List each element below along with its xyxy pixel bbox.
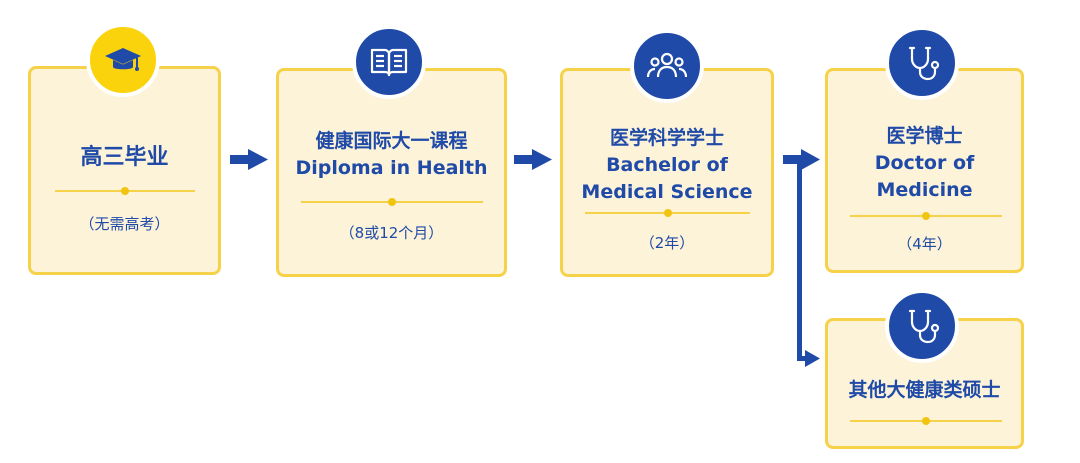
stage-card-high-school: 高三毕业 （无需高考）	[28, 66, 221, 275]
arrow-3-branch	[783, 149, 820, 367]
arrow-1	[230, 149, 268, 170]
divider-dot	[922, 212, 930, 220]
stage-note: （8或12个月）	[339, 224, 444, 242]
open-book-icon	[352, 25, 426, 99]
people-group-icon	[630, 29, 704, 103]
stage-title-line: 健康国际大一课程	[315, 130, 468, 152]
stage-title: 医学博士 Doctor of Medicine	[828, 123, 1021, 204]
stage-card-doctor: 医学博士 Doctor of Medicine （4年）	[825, 68, 1024, 273]
divider-dot	[922, 417, 930, 425]
stage-title: 高三毕业	[31, 143, 218, 173]
arrow-2	[514, 149, 552, 170]
stage-title: 健康国际大一课程 Diploma in Health	[279, 128, 504, 182]
stage-title-line: 其他大健康类硕士	[848, 379, 1001, 401]
divider-dot	[664, 209, 672, 217]
stage-note: （无需高考）	[79, 215, 170, 233]
stethoscope-icon	[885, 289, 959, 363]
divider-dot	[388, 198, 396, 206]
graduation-cap-icon	[86, 23, 160, 97]
stage-title-line: 医学博士	[886, 125, 963, 147]
stage-title-line: Medicine	[876, 179, 973, 201]
stage-title: 其他大健康类硕士	[828, 377, 1021, 404]
stage-card-diploma: 健康国际大一课程 Diploma in Health （8或12个月）	[276, 68, 507, 277]
stage-title-line: Medical Science	[581, 181, 753, 203]
stage-note: （2年）	[639, 234, 695, 252]
stage-title-line: Doctor of	[874, 152, 975, 174]
stage-title-line: 高三毕业	[80, 145, 169, 170]
divider-dot	[121, 187, 129, 195]
stage-title: 医学科学学士 Bachelor of Medical Science	[563, 125, 771, 206]
stage-title-line: Bachelor of	[606, 154, 728, 176]
stage-title-line: 医学科学学士	[609, 127, 724, 149]
stage-note: （4年）	[897, 235, 952, 253]
stethoscope-icon	[885, 26, 959, 100]
stage-title-line: Diploma in Health	[295, 157, 488, 179]
stage-card-bachelor: 医学科学学士 Bachelor of Medical Science （2年）	[560, 68, 774, 277]
